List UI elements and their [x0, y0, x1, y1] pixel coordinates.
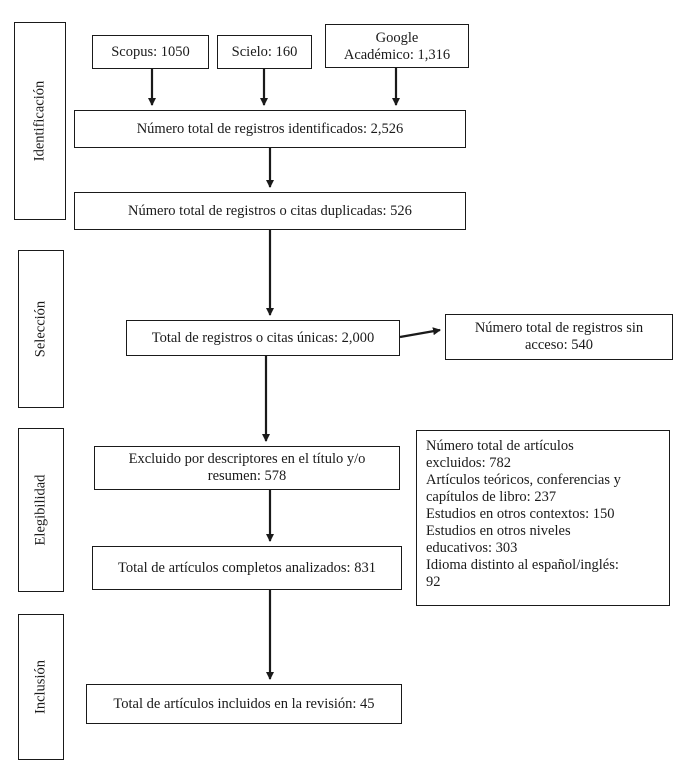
excluded-articles-line: Estudios en otros contextos: 150: [426, 506, 615, 522]
included-label: Total de artículos incluidos en la revis…: [113, 695, 375, 712]
phase-seleccion: Selección: [18, 250, 64, 408]
excluded-articles-line: Número total de artículos: [426, 438, 574, 454]
excluded-descriptors-line2: resumen: 578: [207, 468, 287, 484]
source-google-line1: Google: [375, 30, 419, 46]
no-access-box: Número total de registros sin acceso: 54…: [445, 314, 673, 360]
source-scopus-label: Scopus: 1050: [111, 43, 190, 60]
excluded-articles-line: Idioma distinto al español/inglés:: [426, 557, 619, 573]
excluded-descriptors-line1: Excluido por descriptores en el título y…: [128, 451, 366, 467]
excluded-articles-line: Estudios en otros niveles: [426, 523, 571, 539]
source-google-line2: Académico: 1,316: [343, 47, 451, 63]
excluded-articles-line: 92: [426, 574, 441, 590]
duplicates-box: Número total de registros o citas duplic…: [74, 192, 466, 230]
phase-identificacion: Identificación: [14, 22, 66, 220]
excluded-articles-line: educativos: 303: [426, 540, 518, 556]
excluded-articles-line: excluidos: 782: [426, 455, 511, 471]
duplicates-label: Número total de registros o citas duplic…: [128, 202, 412, 219]
source-scopus: Scopus: 1050: [92, 35, 209, 69]
total-identified-label: Número total de registros identificados:…: [136, 120, 404, 137]
phase-elegibilidad: Elegibilidad: [18, 428, 64, 592]
excluded-descriptors-box: Excluido por descriptores en el título y…: [94, 446, 400, 490]
excluded-articles-box: Número total de artículos excluidos: 782…: [416, 430, 670, 606]
no-access-line2: acceso: 540: [524, 337, 594, 353]
arrow-unique-to-no-access: [399, 327, 441, 339]
included-box: Total de artículos incluidos en la revis…: [86, 684, 402, 724]
source-scielo-label: Scielo: 160: [231, 43, 298, 60]
unique-records-label: Total de registros o citas únicas: 2,000: [151, 329, 375, 346]
source-scielo: Scielo: 160: [217, 35, 312, 69]
unique-records-box: Total de registros o citas únicas: 2,000: [126, 320, 400, 356]
full-text-analyzed-box: Total de artículos completos analizados:…: [92, 546, 402, 590]
excluded-articles-line: Artículos teóricos, conferencias y: [426, 472, 621, 488]
excluded-articles-line: capítulos de libro: 237: [426, 489, 557, 505]
no-access-line1: Número total de registros sin: [474, 320, 644, 336]
phase-inclusion: Inclusión: [18, 614, 64, 760]
source-google-academico: Google Académico: 1,316: [325, 24, 469, 68]
full-text-analyzed-label: Total de artículos completos analizados:…: [118, 559, 376, 576]
total-identified-box: Número total de registros identificados:…: [74, 110, 466, 148]
